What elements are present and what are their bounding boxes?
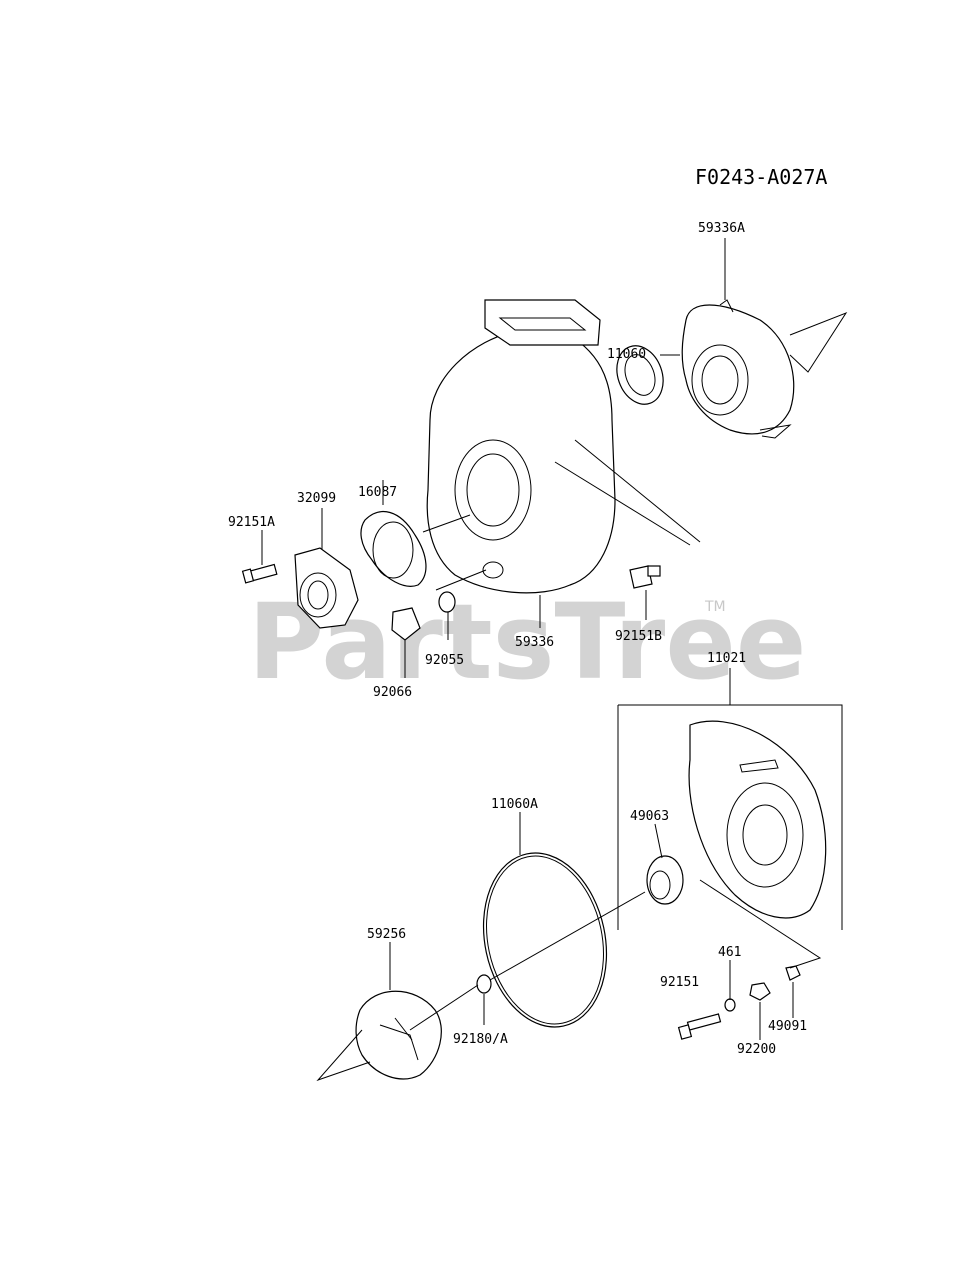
pump-housing-59336[interactable] bbox=[426, 299, 701, 594]
label-59256[interactable]: 59256 bbox=[367, 927, 406, 942]
label-11060[interactable]: 11060 bbox=[607, 347, 646, 362]
nozzle-49063[interactable] bbox=[646, 855, 684, 905]
label-92151a[interactable]: 92151A bbox=[228, 515, 275, 530]
label-49091[interactable]: 49091 bbox=[768, 1019, 807, 1034]
rear-cover-59336a[interactable] bbox=[681, 299, 848, 439]
bolt-92151[interactable] bbox=[677, 1013, 722, 1040]
nut-92200[interactable] bbox=[749, 982, 771, 1001]
nozzle-32099[interactable] bbox=[294, 547, 359, 629]
label-59336[interactable]: 59336 bbox=[515, 635, 554, 650]
diagram-code: F0243-A027A bbox=[695, 165, 827, 189]
part-labels: 59336A 11060 16087 32099 92151A 92151B 9… bbox=[228, 221, 807, 1057]
label-11060a[interactable]: 11060A bbox=[491, 797, 538, 812]
label-92151b[interactable]: 92151B bbox=[615, 629, 662, 644]
plug-92066[interactable] bbox=[391, 607, 421, 641]
label-32099[interactable]: 32099 bbox=[297, 491, 336, 506]
label-92055[interactable]: 92055 bbox=[425, 653, 464, 668]
label-92180a[interactable]: 92180/A bbox=[453, 1032, 508, 1047]
casing-11021[interactable] bbox=[688, 720, 827, 919]
o-ring-11060a[interactable] bbox=[468, 841, 622, 1038]
label-59336a[interactable]: 59336A bbox=[698, 221, 745, 236]
gasket-16087[interactable] bbox=[360, 511, 427, 587]
label-92200[interactable]: 92200 bbox=[737, 1042, 776, 1057]
nut-49091[interactable] bbox=[785, 965, 801, 981]
label-16087[interactable]: 16087 bbox=[358, 485, 397, 500]
leader-lines bbox=[261, 238, 822, 1040]
seal-11060[interactable] bbox=[609, 339, 671, 410]
label-49063[interactable]: 49063 bbox=[630, 809, 669, 824]
bolt-92151b[interactable] bbox=[629, 565, 661, 589]
bolt-92151a[interactable] bbox=[241, 563, 278, 584]
o-ring-92055[interactable] bbox=[438, 591, 456, 613]
label-11021[interactable]: 11021 bbox=[707, 651, 746, 666]
washer-461[interactable] bbox=[724, 998, 736, 1012]
label-92151[interactable]: 92151 bbox=[660, 975, 699, 990]
shim-92180a[interactable] bbox=[476, 974, 492, 994]
impeller-59256[interactable] bbox=[316, 990, 442, 1082]
label-461[interactable]: 461 bbox=[718, 945, 741, 960]
label-92066[interactable]: 92066 bbox=[373, 685, 412, 700]
watermark-trademark: TM bbox=[704, 599, 726, 615]
